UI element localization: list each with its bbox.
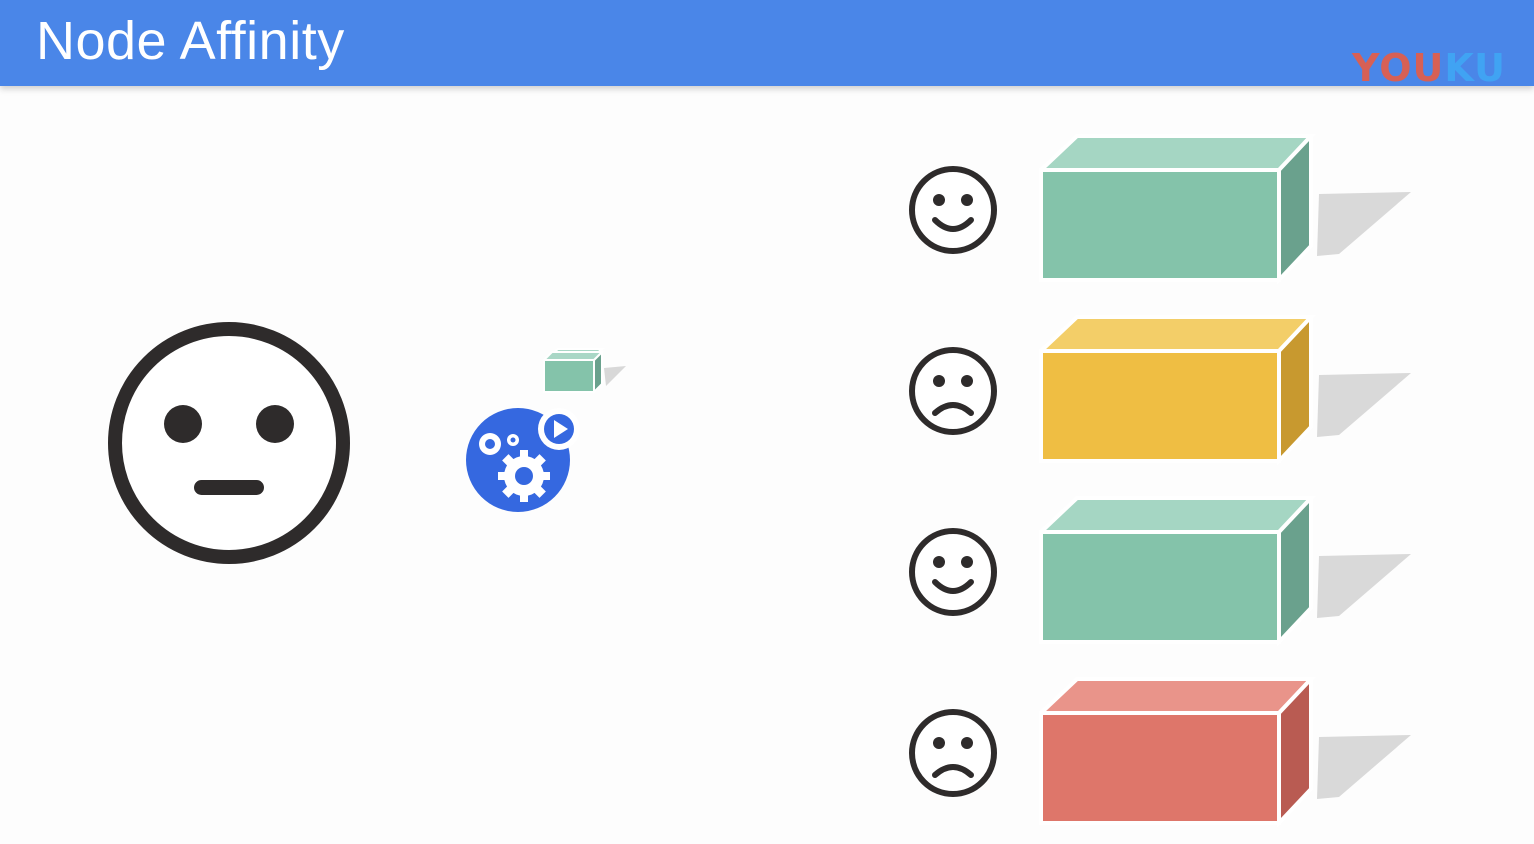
happy-face-icon xyxy=(909,166,997,254)
node-row xyxy=(905,134,1415,284)
node-row xyxy=(905,677,1415,827)
title-bar: Node Affinity YOUKU xyxy=(0,0,1534,90)
node-box-red xyxy=(1039,677,1411,827)
node-row xyxy=(905,496,1415,646)
node-box-green xyxy=(1039,134,1411,284)
youku-watermark-logo: YOUKU xyxy=(1352,46,1506,90)
node-row xyxy=(905,315,1415,465)
node-box-green xyxy=(1039,496,1411,646)
neutral-face-icon xyxy=(108,322,350,564)
sad-face-icon xyxy=(909,347,997,435)
page-title: Node Affinity xyxy=(36,11,345,71)
happy-face-icon xyxy=(909,528,997,616)
scheduler-gears-icon xyxy=(466,408,580,512)
node-box-yellow xyxy=(1039,315,1411,465)
small-cube-icon xyxy=(542,348,626,395)
sad-face-icon xyxy=(909,709,997,797)
